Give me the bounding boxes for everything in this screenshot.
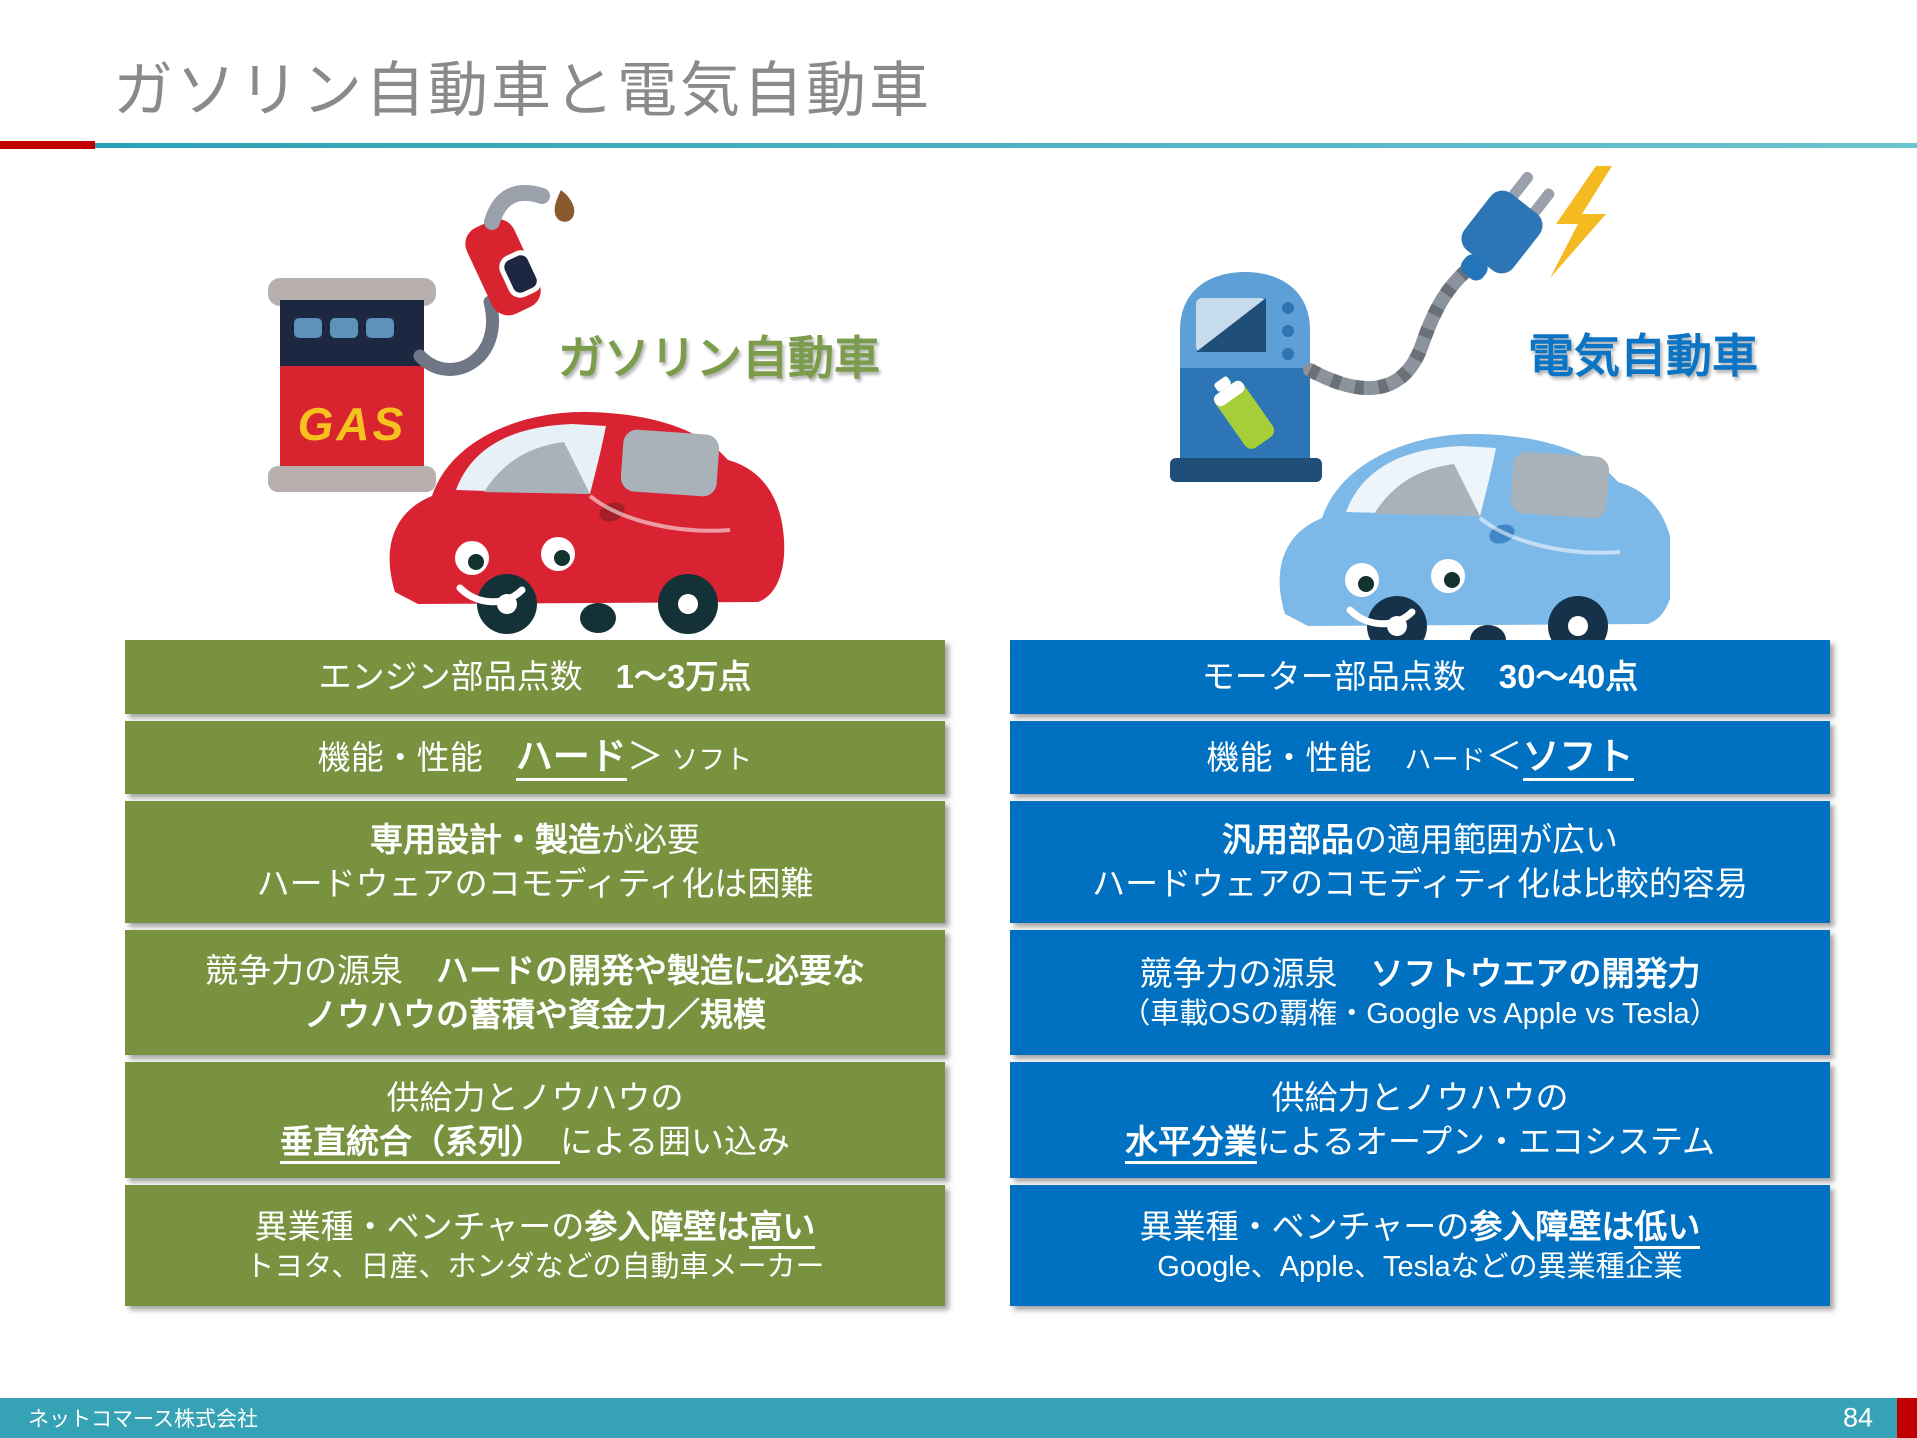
text-segment: 異業種・ベンチャーの [1139,1207,1470,1245]
gas-row-entry-barrier: 異業種・ベンチャーの参入障壁は高い トヨタ、日産、ホンダなどの自動車メーカー [125,1185,945,1306]
gas-pump-label: GAS [298,398,407,450]
row-text: Google、Apple、Teslaなどの異業種企業 [1157,1248,1682,1286]
text-segment-bold: ハードの開発や製造に必要な [436,951,865,989]
text-segment: Google、Apple、Teslaなどの異業種企業 [1157,1251,1683,1284]
blue-car-icon [1279,433,1670,656]
text-segment-bold: ソフトウエアの開発力 [1370,954,1701,992]
row-text: 専用設計・製造が必要 [370,818,700,862]
row-text: 競争力の源泉 ハードの開発や製造に必要な [205,949,865,993]
text-segment: 異業種・ベンチャーの [254,1207,585,1245]
text-segment: 機能・性能 [317,739,516,777]
row-text: 垂直統合（系列）による囲い込み [279,1120,790,1164]
ev-column-label: 電気自動車 [1528,330,1758,382]
gas-pump-icon: GAS [268,184,575,492]
lightning-icon [1550,166,1612,278]
gas-row-design: 専用設計・製造が必要 ハードウェアのコモディティ化は困難 [125,801,945,923]
ev-row-parts-count: モーター部品点数 30～40点 [1010,640,1830,714]
text-segment-bold-underline: 高い [749,1207,816,1249]
ev-row-supply: 供給力とノウハウの 水平分業によるオープン・エコシステム [1010,1062,1830,1178]
row-text: エンジン部品点数 1～3万点 [319,655,752,699]
text-segment: が必要 [601,821,700,859]
ev-charger-icon [1170,166,1612,482]
row-text: トヨタ、日産、ホンダなどの自動車メーカー [245,1248,824,1286]
ev-row-function: 機能・性能 ハード＜ソフト [1010,721,1830,794]
text-segment-bold: 専用設計・製造 [370,821,601,859]
row-text: 機能・性能 ハード＞ ソフト [317,733,753,782]
page-title: ガソリン自動車と電気自動車 [113,57,932,124]
electric-car-illustration [1170,166,1670,656]
text-segment-bold: 30～40点 [1498,658,1639,696]
gasoline-comparison-column: エンジン部品点数 1～3万点 機能・性能 ハード＞ ソフト 専用設計・製造が必要… [125,640,945,1306]
title-underline-red [0,141,95,149]
text-segment: 供給力とノウハウの [386,1079,684,1117]
gasoline-car-illustration: GAS [268,184,785,634]
footer-company-name: ネットコマース株式会社 [28,1408,258,1431]
row-text: 異業種・ベンチャーの参入障壁は低い [1140,1205,1701,1249]
gas-row-supply: 供給力とノウハウの 垂直統合（系列）による囲い込み [125,1062,945,1178]
text-segment: ＞ [626,736,664,778]
row-text: ハードウェアのコモディティ化は困難 [257,862,814,906]
gas-nozzle-icon [465,219,542,316]
row-text: 異業種・ベンチャーの参入障壁は高い [255,1205,816,1249]
text-segment: ハードウェアのコモディティ化は困難 [256,865,814,902]
ev-comparison-column: モーター部品点数 30～40点 機能・性能 ハード＜ソフト 汎用部品の適用範囲が… [1010,640,1830,1306]
title-underline-teal [95,143,1917,148]
footer-page-number: 84 [1842,1402,1873,1433]
gas-row-parts-count: エンジン部品点数 1～3万点 [125,640,945,714]
gasoline-column-label: ガソリン自動車 [558,332,880,384]
text-segment: ハードウェアのコモディティ化は比較的容易 [1092,865,1748,902]
text-segment-bold: ノウハウの蓄積や資金力／規模 [304,995,766,1033]
ev-row-competitiveness: 競争力の源泉 ソフトウエアの開発力 （車載OSの覇権・Google vs App… [1010,930,1830,1055]
text-segment: （車載OSの覇権・Google vs Apple vs Tesla） [1121,998,1719,1031]
text-segment: エンジン部品点数 [318,658,616,696]
footer-bar: ネットコマース株式会社 84 [0,1398,1917,1438]
row-text: 競争力の源泉 ソフトウエアの開発力 [1140,952,1701,996]
text-segment-bold: 参入障壁は [584,1207,750,1245]
text-segment-bold-underline: ハード [515,736,627,782]
text-segment: によるオープン・エコシステム [1256,1123,1716,1160]
row-text: 供給力とノウハウの [1272,1076,1569,1120]
text-segment-bold-underline: 水平分業 [1124,1123,1257,1164]
text-segment: 供給力とノウハウの [1271,1079,1569,1117]
text-segment: トヨタ、日産、ホンダなどの自動車メーカー [245,1251,825,1284]
text-segment: 競争力の源泉 [1139,954,1371,992]
text-segment: の適用範囲が広い [1354,821,1618,859]
text-segment-bold: 1～3万点 [615,658,752,696]
gas-row-competitiveness: 競争力の源泉 ハードの開発や製造に必要な ノウハウの蓄積や資金力／規模 [125,930,945,1055]
text-segment: モーター部品点数 [1201,658,1499,696]
row-text: 水平分業によるオープン・エコシステム [1124,1120,1716,1164]
row-text: 機能・性能 ハード＜ソフト [1207,733,1634,782]
red-car-icon [389,411,785,634]
ev-row-entry-barrier: 異業種・ベンチャーの参入障壁は低い Google、Apple、Teslaなどの異… [1010,1185,1830,1306]
row-text: 汎用部品の適用範囲が広い [1222,818,1618,862]
text-segment-bold: 汎用部品 [1222,821,1354,859]
text-segment-bold-underline: ソフト [1522,736,1634,782]
text-segment-bold: 参入障壁は [1469,1207,1635,1245]
text-segment: 競争力の源泉 [205,951,436,989]
footer-red-accent [1897,1398,1917,1438]
text-segment-bold-underline: 垂直統合（系列） [279,1123,560,1164]
text-segment-bold-underline: 低い [1634,1207,1701,1249]
row-text: （車載OSの覇権・Google vs Apple vs Tesla） [1121,995,1718,1033]
gas-row-function: 機能・性能 ハード＞ ソフト [125,721,945,794]
text-segment: による囲い込み [559,1123,790,1160]
text-segment-small: ハード [1404,745,1486,776]
row-text: ハードウェアのコモディティ化は比較的容易 [1092,862,1748,906]
plug-icon [1460,171,1555,281]
battery-icon [1213,376,1275,449]
oil-drop-icon [554,190,575,222]
text-segment: ＜ [1485,736,1523,778]
row-text: 供給力とノウハウの [387,1076,684,1120]
text-segment-small: ソフト [663,745,753,776]
text-segment: 機能・性能 [1206,739,1405,777]
ev-row-design: 汎用部品の適用範囲が広い ハードウェアのコモディティ化は比較的容易 [1010,801,1830,923]
row-text: ノウハウの蓄積や資金力／規模 [304,993,766,1037]
row-text: モーター部品点数 30～40点 [1202,655,1638,699]
